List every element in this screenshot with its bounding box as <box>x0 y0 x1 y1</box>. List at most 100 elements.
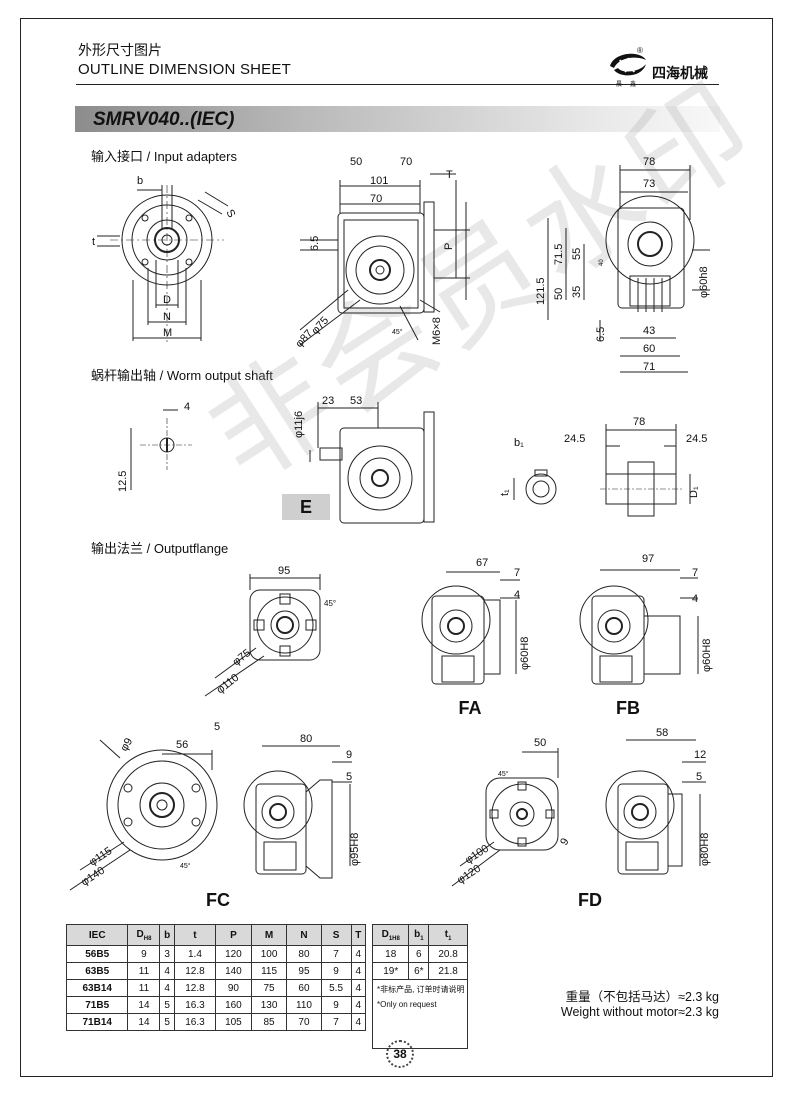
table-cell: 9 <box>320 996 352 1014</box>
dim-m6x8: M6×8 <box>431 317 443 345</box>
table-cell: 56B5 <box>65 945 129 963</box>
table-cell: 7 <box>320 1013 352 1031</box>
table-cell: 5 <box>159 996 175 1014</box>
section-output-flange: 输出法兰 / Outputflange <box>91 541 229 556</box>
table-cell: 20.8 <box>428 945 468 963</box>
dim-6-5-side: 6.5 <box>595 327 607 342</box>
brand-sub: 晨鑫 <box>616 82 645 88</box>
table-cell: 5.5 <box>320 979 352 997</box>
flange-fc-round <box>69 739 218 891</box>
dim-53: 53 <box>350 395 362 407</box>
header-rule <box>76 84 719 85</box>
dim-50-side: 50 <box>553 288 565 300</box>
dim-s: S <box>223 208 237 220</box>
table-cell: 130 <box>250 996 288 1014</box>
th-b: b <box>159 924 175 946</box>
flange-fd-drawing <box>605 739 706 875</box>
input-adapter-front-view <box>547 165 710 373</box>
notes: *非标产品, 订单时请说明 *Only on request <box>377 982 465 1012</box>
note-en: *Only on request <box>377 1000 437 1009</box>
label-e: E <box>282 494 330 520</box>
dim-60: 60 <box>643 343 655 355</box>
section-input-adapters: 输入接口 / Input adapters <box>91 149 237 164</box>
dim-t1: t₁ <box>499 489 511 496</box>
th-t: t <box>173 924 217 946</box>
section-worm-output-shaft: 蜗杆输出轴 / Worm output shaft <box>91 368 273 383</box>
header-title-cn: 外形尺寸图片 <box>78 42 162 58</box>
dim-phi100: φ100 <box>463 843 491 867</box>
table-cell: 16.3 <box>173 996 217 1014</box>
label-fd: FD <box>578 890 602 910</box>
table-cell: 85 <box>250 1013 288 1031</box>
weight-info: 重量（不包括马达）≈2.3 kg Weight without motor≈2.… <box>543 990 719 1020</box>
brand-name: 四海机械 <box>652 65 708 81</box>
table-cell: 160 <box>215 996 252 1014</box>
dim-fc-phi95h8: φ95H8 <box>349 833 361 866</box>
table-cell: 4 <box>350 979 367 997</box>
dim-24-5-left: 24.5 <box>564 433 585 445</box>
table-cell: 14 <box>127 1013 161 1031</box>
table-cell: 12.8 <box>173 979 217 997</box>
dim-71-5: 71.5 <box>553 244 565 265</box>
th-d1: D1H8 <box>371 924 410 946</box>
dim-p: P <box>443 243 455 250</box>
dim-121-5: 121.5 <box>535 277 547 305</box>
table-cell: 4 <box>350 996 367 1014</box>
dim-d: D <box>163 294 171 306</box>
table-cell: 4 <box>350 945 367 963</box>
page-frame <box>20 18 773 1077</box>
table-cell: 4 <box>350 962 367 980</box>
table-cell: 14 <box>127 996 161 1014</box>
table-cell: 75 <box>250 979 288 997</box>
dim-35: 35 <box>571 286 583 298</box>
dim-t-cap: T <box>446 169 453 181</box>
dim-50: 50 <box>350 156 362 168</box>
dim-fb-7: 7 <box>692 567 698 579</box>
table-cell: 4 <box>350 1013 367 1031</box>
dim-fb-4: 4 <box>692 593 698 605</box>
table-cell: 140 <box>215 962 252 980</box>
table-cell: 7 <box>320 945 352 963</box>
dim-6-5: 6.5 <box>309 236 321 251</box>
table-cell: 21.8 <box>428 962 468 980</box>
input-adapter-gearbox-side <box>299 173 470 346</box>
table-cell: 63B14 <box>65 979 129 997</box>
table-header-row: IEC DH8 b t P M N S T <box>65 924 367 946</box>
dim-56: 56 <box>176 739 188 751</box>
table-cell: 11 <box>127 979 161 997</box>
table-cell: 63B5 <box>65 962 129 980</box>
dim-fd-50: 50 <box>534 737 546 749</box>
dim-fc-9: 9 <box>346 749 352 761</box>
table-cell: 1.4 <box>173 945 217 963</box>
dim-58: 58 <box>656 727 668 739</box>
flange-fb-drawing <box>579 569 699 685</box>
dim-55: 55 <box>571 248 583 260</box>
table-row: 19*6*21.8 <box>371 962 468 980</box>
dim-fd-phi80h8: φ80H8 <box>699 833 711 866</box>
dim-40: 40 <box>599 259 605 266</box>
hollow-shaft-section <box>513 424 691 517</box>
th-m: M <box>250 924 288 946</box>
th-s: S <box>320 924 352 946</box>
dim-95: 95 <box>278 565 290 577</box>
table-cell: 90 <box>215 979 252 997</box>
label-fb: FB <box>616 698 640 718</box>
table-cell: 120 <box>215 945 252 963</box>
table-cell: 16.3 <box>173 1013 217 1031</box>
weight-cn: 重量（不包括马达）≈2.3 kg <box>565 990 719 1004</box>
table-cell: 95 <box>286 962 322 980</box>
label-fc: FC <box>206 890 230 910</box>
dim-fb-phi60h8: φ60H8 <box>701 639 713 672</box>
th-n: N <box>286 924 322 946</box>
dim-5: 5 <box>214 721 220 733</box>
dim-m: M <box>163 327 172 339</box>
dim-67: 67 <box>476 557 488 569</box>
th-p: P <box>215 924 252 946</box>
table-cell: 80 <box>286 945 322 963</box>
worm-shaft-side-view <box>309 402 435 524</box>
